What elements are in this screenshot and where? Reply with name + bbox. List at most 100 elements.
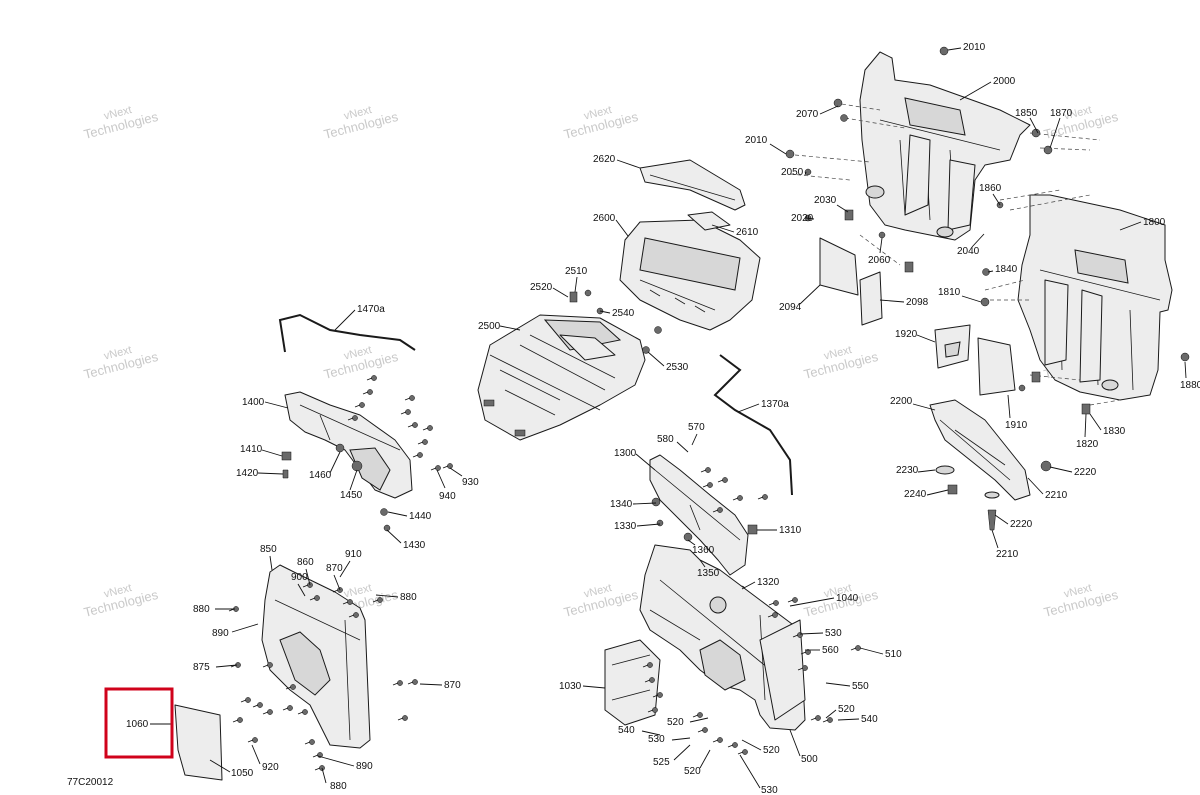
callout-label: 860 [297, 557, 314, 568]
screw-shank [800, 651, 807, 655]
screw-shank [366, 377, 373, 381]
callout-leader [251, 744, 261, 765]
screw-shank [407, 681, 414, 685]
screw-shank [304, 741, 311, 745]
screw-shank [262, 664, 269, 668]
callout-leader [676, 441, 689, 453]
callout-leader [673, 744, 691, 761]
screw [267, 709, 273, 715]
callout-leader [926, 489, 949, 496]
screw [815, 715, 821, 721]
callout-leader [641, 730, 661, 736]
callout-leader [711, 224, 735, 233]
screw [732, 742, 738, 748]
callout-leader [994, 514, 1009, 525]
callout-leader [574, 276, 578, 293]
frame-500 [604, 544, 806, 731]
storage-bin-2600 [619, 159, 761, 331]
screw-shank [412, 454, 419, 458]
screw-shank [362, 391, 369, 395]
callout-label: 1440 [409, 511, 432, 522]
rear-panel-2000 [859, 51, 1031, 241]
screw [427, 425, 433, 431]
screw-shank [767, 614, 774, 618]
callout-label: 875 [193, 662, 210, 673]
callout-leader [333, 574, 341, 591]
callout-label: 850 [260, 544, 277, 555]
callout-leader [689, 717, 709, 723]
callout-leader [305, 568, 311, 586]
callout-label: 870 [326, 563, 343, 574]
screw-shank [285, 686, 292, 690]
callout-leader [419, 683, 443, 686]
callout-leader [1007, 394, 1011, 419]
callout-leader [1049, 466, 1073, 473]
callout-label: 1370a [761, 399, 789, 410]
callout-leader [959, 81, 992, 101]
callout-leader [789, 729, 801, 757]
callout-leader [334, 309, 356, 331]
drawing-id: 77C20012 [67, 777, 114, 788]
callout-label: 1360 [692, 545, 715, 556]
screw-shank [442, 465, 449, 469]
callout-label: 2230 [896, 465, 919, 476]
callout-leader [837, 718, 860, 721]
screw [412, 679, 418, 685]
callout-label: 2030 [814, 195, 837, 206]
callout-label: 1830 [1103, 426, 1126, 437]
screw-shank [342, 601, 349, 605]
callout-label: 530 [825, 628, 842, 639]
callout-label: 910 [345, 549, 362, 560]
screw-shank [712, 739, 719, 743]
screw [702, 727, 708, 733]
callout-leader [636, 523, 661, 527]
callout-leader [879, 237, 883, 254]
screw [397, 680, 403, 686]
screw-shank [397, 717, 404, 721]
screw-shank [392, 682, 399, 686]
callout-label: 2600 [593, 213, 616, 224]
callout-leader [375, 594, 399, 598]
screw-shank [407, 424, 414, 428]
screw [792, 597, 798, 603]
screw-shank [372, 599, 379, 603]
callout-label: 1910 [1005, 420, 1028, 431]
callout-label: 560 [822, 645, 839, 656]
callout-label: 1040 [836, 593, 859, 604]
callout-leader [691, 433, 698, 446]
screw-shank [797, 667, 804, 671]
callout-label: 2094 [779, 302, 802, 313]
screw [352, 415, 358, 421]
callout-leader [737, 403, 760, 413]
guard-2200 [929, 399, 1052, 531]
callout-label: 2070 [796, 109, 819, 120]
callout-label: 510 [885, 649, 902, 660]
screw [773, 600, 779, 606]
callout-label: 1880 [1180, 380, 1200, 391]
screw [772, 612, 778, 618]
screw [435, 465, 441, 471]
screw-shank [647, 709, 654, 713]
screw [737, 495, 743, 501]
screw-shank [297, 711, 304, 715]
screw-shank [697, 729, 704, 733]
callout-label: 1310 [779, 525, 802, 536]
screw-shank [282, 707, 289, 711]
callout-label: 2010 [745, 135, 768, 146]
screw [447, 463, 453, 469]
callout-label: 880 [400, 592, 417, 603]
callout-leader [987, 270, 994, 273]
screw [422, 439, 428, 445]
callout-leader [1049, 117, 1061, 149]
screw [353, 612, 359, 618]
callout-leader [261, 449, 283, 457]
callout-leader [1184, 361, 1187, 379]
screw [309, 739, 315, 745]
screw [697, 712, 703, 718]
